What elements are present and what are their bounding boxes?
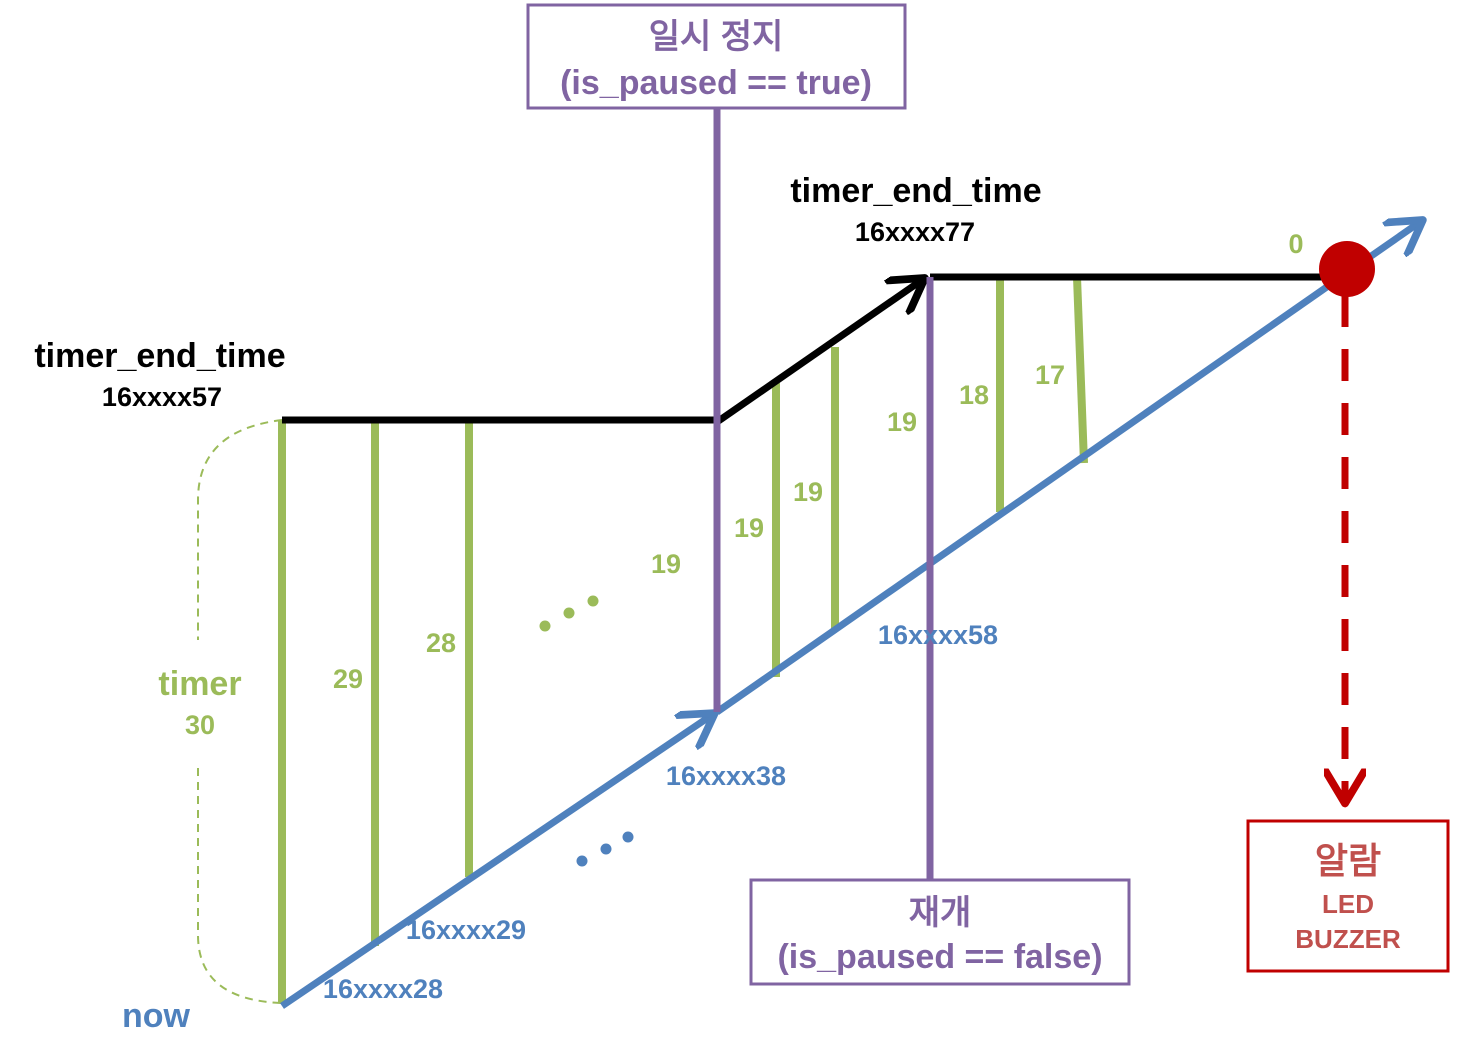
countdown-label: 19 (734, 513, 764, 543)
timer-title: timer (158, 665, 241, 703)
countdown-label: 19 (887, 407, 917, 437)
pause-label-2: (is_paused == true) (560, 64, 872, 102)
ellipsis-blue (576, 831, 634, 867)
now-label: now (122, 997, 191, 1035)
end-time-1-title: timer_end_time (34, 337, 285, 375)
alarm-box (1246, 819, 1450, 973)
alarm-dot (1319, 241, 1375, 297)
timer-value: 30 (185, 710, 215, 740)
alarm-buzzer: BUZZER (1295, 924, 1401, 954)
zero-label: 0 (1288, 229, 1303, 259)
alarm-led: LED (1322, 889, 1374, 919)
timestamp-label: 16xxxx38 (666, 761, 786, 791)
timestamp-label: 16xxxx28 (323, 974, 443, 1004)
now-arrow-1 (280, 715, 712, 1009)
countdown-label: 19 (793, 477, 823, 507)
end-time-2-title: timer_end_time (790, 172, 1041, 210)
countdown-label: 19 (651, 549, 681, 579)
countdown-label: 17 (1035, 360, 1065, 390)
resume-label-2: (is_paused == false) (777, 938, 1102, 976)
now-arrow-2 (714, 222, 1420, 715)
end-time-shift-arrow (715, 280, 922, 425)
alarm-title: 알람 (1315, 840, 1381, 881)
timestamp-label: 16xxxx58 (878, 620, 998, 650)
pause-label-1: 일시 정지 (649, 18, 784, 56)
countdown-bar (1073, 276, 1088, 464)
ellipsis-green (539, 595, 599, 632)
countdown-label: 28 (426, 628, 456, 658)
timestamp-label: 16xxxx29 (406, 915, 526, 945)
timer-brace (197, 419, 283, 1004)
end-time-2-value: 16xxxx77 (855, 217, 975, 247)
countdown-label: 29 (333, 664, 363, 694)
countdown-label: 18 (959, 380, 989, 410)
end-time-1-value: 16xxxx57 (102, 382, 222, 412)
pause-box (526, 3, 907, 110)
resume-label-1: 재개 (909, 894, 972, 932)
resume-box (749, 878, 1131, 986)
